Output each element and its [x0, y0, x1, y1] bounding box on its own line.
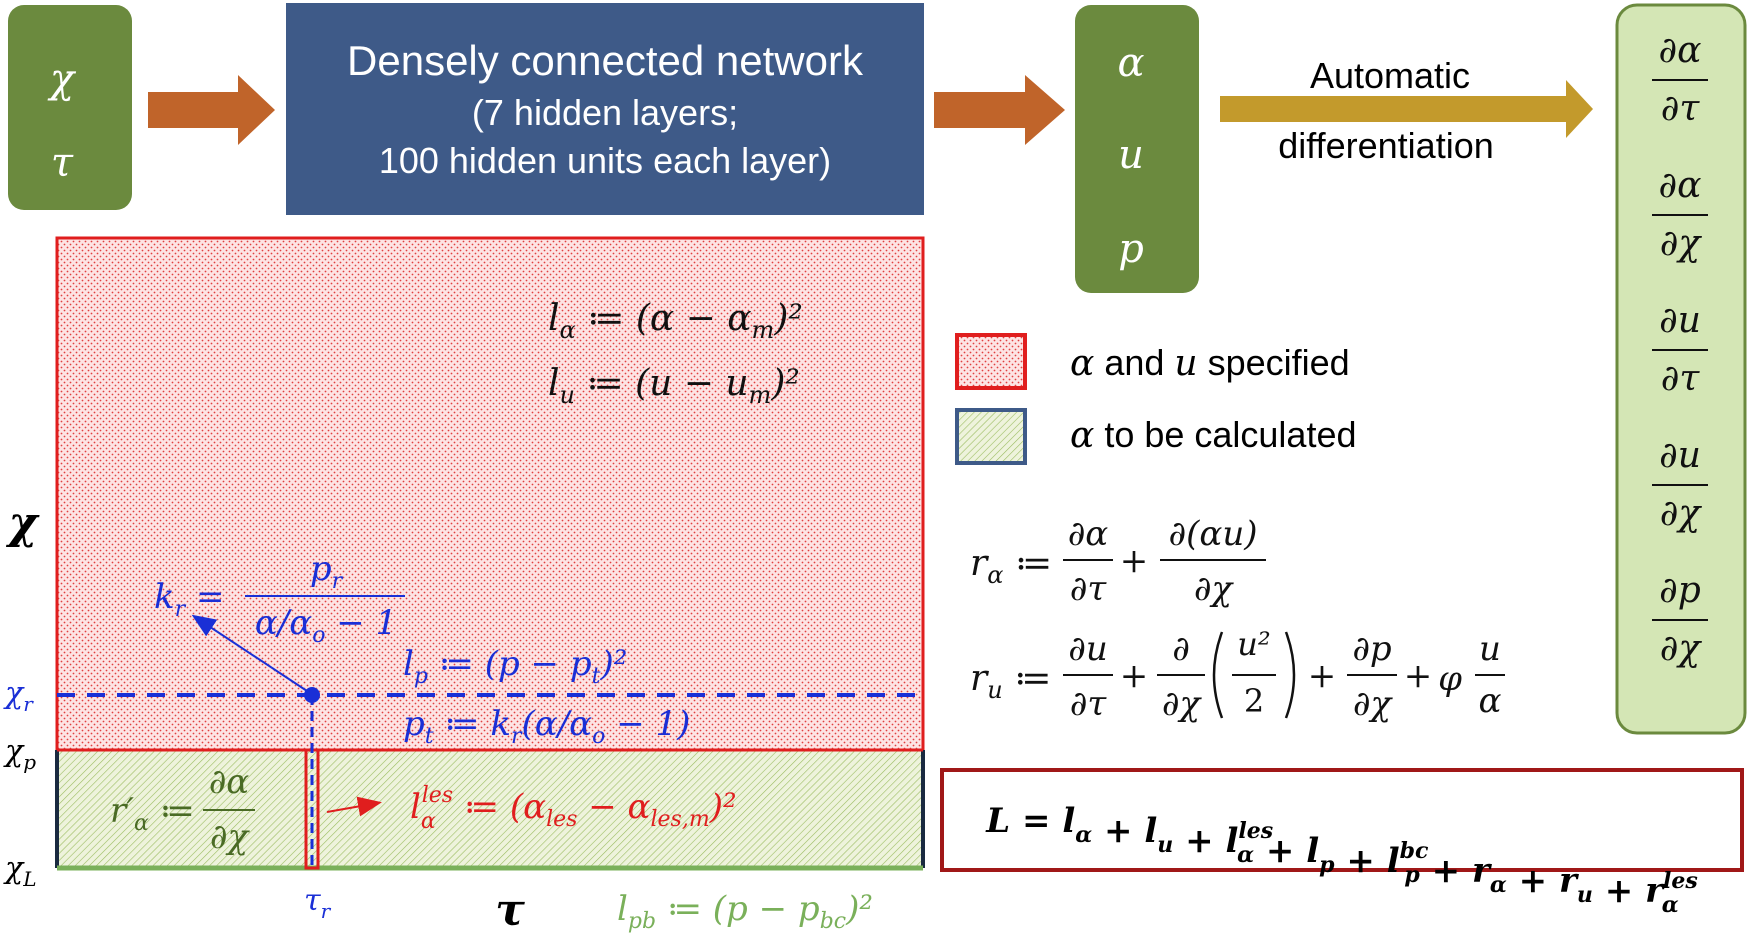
arrow-network-to-output: [934, 75, 1065, 145]
derivative-3-num: ∂u: [1659, 435, 1701, 476]
r-u-f3-den: ∂χ: [1353, 684, 1394, 724]
autodiff-line1: Automatic: [1310, 55, 1470, 96]
eq-l-pb: lpb ≔ (p − pbc)²: [617, 889, 873, 934]
arrow-autodiff: Automatic differentiation: [1220, 55, 1593, 166]
r-u-plus-3: +: [1404, 656, 1433, 696]
derivative-4-den: ∂χ: [1660, 628, 1703, 669]
derivative-0-num: ∂α: [1659, 30, 1702, 71]
derivative-0-den: ∂τ: [1661, 88, 1701, 129]
residual-alpha: rα ≔ ∂α ∂τ + ∂(αu) ∂χ: [970, 514, 1266, 609]
les-arrow: [326, 796, 382, 817]
output-alpha: α: [1117, 40, 1144, 86]
legend: α and u specified α to be calculated: [955, 333, 1357, 465]
reference-point: [304, 687, 320, 703]
r-alpha-plus: +: [1120, 541, 1149, 581]
network-title: Densely connected network: [347, 37, 864, 84]
axis-chi: χ: [6, 498, 41, 549]
input-box: χ τ: [8, 5, 132, 210]
r-u-f2-den: ∂χ: [1162, 684, 1203, 724]
network-box: Densely connected network (7 hidden laye…: [286, 3, 924, 215]
autodiff-line2: differentiation: [1278, 125, 1494, 166]
output-u: u: [1118, 132, 1144, 178]
r-u-f2-num: ∂: [1172, 629, 1190, 669]
output-p: p: [1118, 226, 1144, 272]
derivative-3-den: ∂χ: [1660, 493, 1703, 534]
calculated-region: [57, 750, 923, 868]
r-u-paren-left: [1212, 631, 1224, 719]
r-alpha-f1-num: ∂α: [1068, 514, 1109, 554]
r-alpha-f2-num: ∂(αu): [1169, 514, 1258, 554]
residual-u: ru ≔ ∂u ∂τ + ∂ ∂χ u² 2 + ∂p ∂χ + φ u α: [970, 625, 1505, 724]
derivative-4-num: ∂p: [1659, 570, 1701, 611]
chi-p-label: χp: [3, 734, 36, 774]
eq-l-alpha: lα ≔ (α − αm)²: [548, 298, 803, 344]
legend-calculated-label: α to be calculated: [1070, 414, 1357, 456]
output-box: α u p: [1075, 5, 1199, 293]
eq-l-p: lp ≔ (p − pt)²: [403, 644, 627, 689]
specified-region: [55, 236, 925, 752]
r-u-f4-num: u: [1479, 629, 1501, 669]
r-u-f4-den: α: [1479, 681, 1502, 721]
eq-kr-lhs: kr =: [154, 577, 224, 622]
r-u-f1-num: ∂u: [1068, 629, 1107, 669]
chi-r-label: χr: [3, 676, 34, 716]
eq-r-alpha-prime: r′α ≔: [110, 791, 195, 836]
derivative-1-den: ∂χ: [1660, 223, 1703, 264]
r-alpha-lhs: rα ≔: [970, 543, 1052, 589]
axis-tau: τ: [495, 885, 525, 936]
eq-r-alpha-prime-den: ∂χ: [210, 817, 251, 857]
tau-r-label: τr: [304, 883, 332, 923]
r-u-paren-den: 2: [1244, 682, 1264, 720]
r-u-f3-num: ∂p: [1352, 629, 1391, 669]
network-line1: (7 hidden layers;: [472, 92, 738, 133]
input-chi: χ: [47, 56, 77, 102]
legend-calculated-swatch: [955, 408, 1027, 465]
input-tau: τ: [51, 140, 74, 186]
derivatives-list: ∂α ∂τ ∂α ∂χ ∂u ∂τ ∂u ∂χ ∂p ∂χ: [1652, 30, 1708, 669]
r-u-f1-den: ∂τ: [1070, 684, 1108, 724]
derivative-2-den: ∂τ: [1661, 358, 1701, 399]
eq-l-u: lu ≔ (u − um)²: [548, 363, 800, 409]
legend-specified-swatch: [955, 333, 1027, 390]
r-u-plus-1: +: [1120, 656, 1149, 696]
kr-arrow: [191, 614, 308, 692]
chi-L-label: χL: [3, 851, 36, 891]
derivative-2-num: ∂u: [1659, 300, 1701, 341]
legend-specified-label: α and u specified: [1070, 342, 1350, 384]
eq-l-les: lαles ≔ (αles − αles,m)²: [410, 783, 737, 834]
derivative-1-num: ∂α: [1659, 165, 1702, 206]
r-u-paren-num: u²: [1237, 625, 1270, 663]
r-alpha-f1-den: ∂τ: [1070, 569, 1108, 609]
eq-kr-den: α/αo − 1: [255, 603, 397, 648]
r-u-phi: φ: [1438, 659, 1462, 699]
eq-r-alpha-prime-num: ∂α: [209, 762, 250, 802]
r-u-plus-2: +: [1308, 656, 1337, 696]
arrow-input-to-network: [148, 75, 275, 145]
derivatives-box: ∂α ∂τ ∂α ∂χ ∂u ∂τ ∂u ∂χ ∂p ∂χ: [1615, 3, 1747, 735]
r-alpha-f2-den: ∂χ: [1194, 569, 1235, 609]
domain-plot: χ τ χr χp χL τr lα ≔ (α − αm)² lu ≔ (u −…: [3, 236, 925, 936]
r-u-lhs: ru ≔: [970, 658, 1051, 704]
eq-p-t: pt ≔ kr(α/αo − 1): [403, 704, 690, 749]
r-u-paren-right: [1284, 631, 1296, 719]
eq-kr-num: pr: [310, 549, 344, 594]
network-line2: 100 hidden units each layer): [379, 140, 831, 181]
